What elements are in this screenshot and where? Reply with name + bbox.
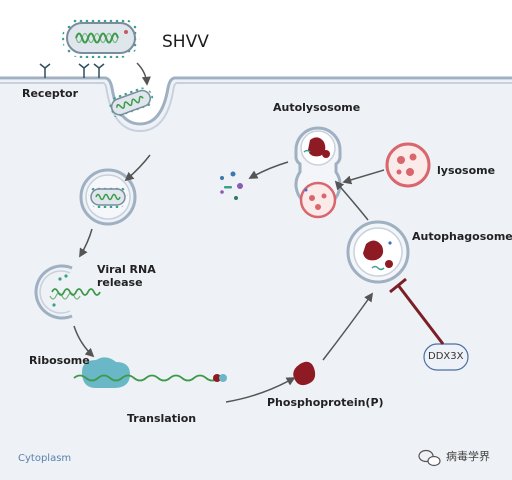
ddx3x-box	[423, 343, 469, 371]
receptor-icon	[93, 63, 105, 78]
arrow-to-endosome	[124, 154, 151, 182]
degradation-products	[220, 171, 243, 200]
nascent-protein	[213, 374, 227, 382]
viral-rna-release-line2: release	[97, 275, 143, 289]
arrow-lysosome-fusion	[342, 169, 385, 185]
virus-particle	[62, 18, 140, 58]
cytoplasm-label: Cytoplasm	[18, 453, 72, 464]
viral-rna-release-label: Viral RNA release	[97, 263, 156, 289]
watermark-text: 病毒学界	[446, 450, 490, 463]
autolysosome-label: Autolysosome	[273, 101, 361, 114]
lysosome-label: lysosome	[437, 164, 496, 177]
endosome	[79, 168, 137, 226]
plasma-membrane	[0, 76, 512, 126]
arrow-translation-to-p	[225, 377, 296, 403]
arrow-p-to-autophagosome	[322, 292, 374, 361]
viral-rna-release-line1: Viral RNA	[97, 263, 156, 276]
phosphoprotein-icon	[293, 361, 316, 386]
lysosome	[385, 142, 431, 188]
inhibition-bar	[389, 277, 407, 294]
translation-label: Translation	[127, 412, 197, 425]
virus-entering	[108, 87, 154, 118]
receptor-icon	[78, 63, 90, 78]
arrow-degradation	[248, 161, 289, 179]
mrna-strand	[73, 374, 219, 382]
arrow-to-release	[79, 228, 93, 258]
receptor-label: Receptor	[22, 87, 79, 100]
phosphoprotein-label: Phosphoprotein(P)	[267, 396, 384, 409]
wechat-icon	[418, 449, 441, 467]
virus-label: SHVV	[162, 32, 209, 52]
arrow-to-ribosome	[73, 325, 95, 358]
ddx3x-label: DDX3X	[428, 351, 464, 362]
autolysosome	[294, 126, 342, 219]
ribosome-label: Ribosome	[29, 354, 90, 367]
arrow-entry	[136, 62, 151, 86]
inhibition-line	[396, 284, 445, 345]
viral-rna-release	[34, 264, 101, 320]
autophagosome	[346, 220, 410, 284]
receptor-icon	[39, 63, 51, 78]
arrow-autophagosome-fusion	[334, 180, 369, 221]
autophagosome-label: Autophagosome	[412, 230, 512, 243]
cell-interior	[0, 80, 512, 480]
